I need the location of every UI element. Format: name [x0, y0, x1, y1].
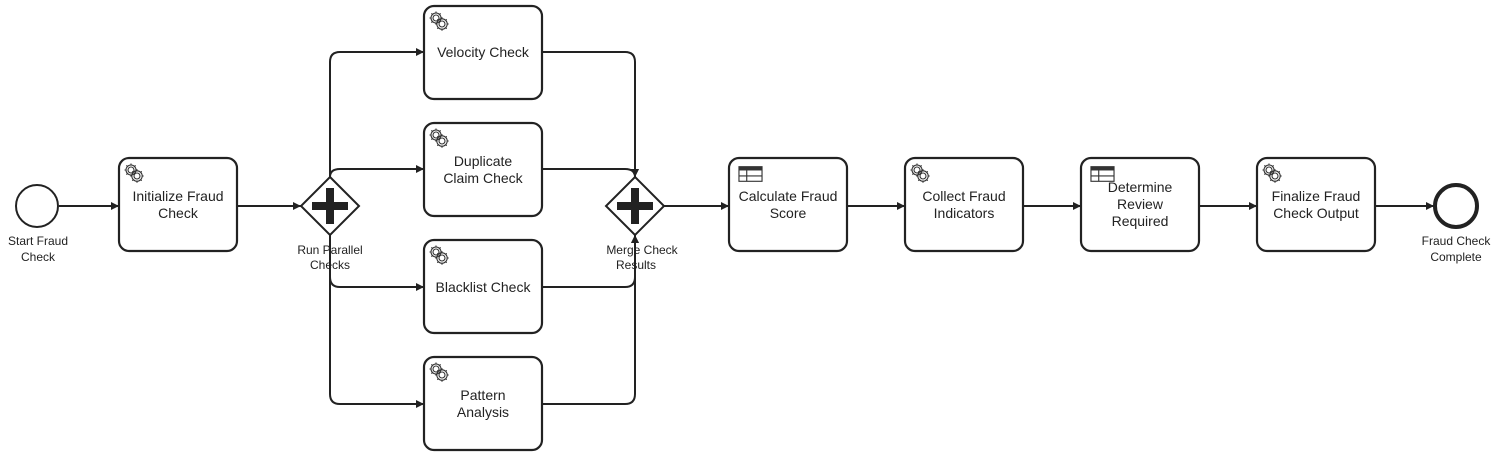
- merge-gateway-label-line1: Merge Check: [606, 243, 678, 257]
- end-event[interactable]: Fraud Check Complete: [1422, 183, 1492, 264]
- task-determine-review-required[interactable]: Determine Review Required: [1079, 156, 1201, 253]
- split-gateway-label-line2: Checks: [310, 258, 350, 272]
- task-velocity-check[interactable]: Velocity Check: [422, 4, 544, 101]
- task-label-line3: Required: [1112, 213, 1169, 229]
- task-label-line1: Velocity Check: [437, 44, 530, 60]
- flow-split-to-velocity[interactable]: [329, 48, 424, 177]
- task-label-line2: Check: [158, 205, 199, 221]
- start-event[interactable]: Start Fraud Check: [8, 184, 68, 264]
- task-label-line2: Review: [1117, 196, 1164, 212]
- task-label-line1: Pattern: [460, 387, 505, 403]
- task-label-line2: Indicators: [934, 205, 995, 221]
- parallel-gateway-split[interactable]: Run Parallel Checks: [297, 175, 363, 272]
- end-event-label-line2: Complete: [1430, 250, 1482, 264]
- flow-velocity-to-merge[interactable]: [542, 51, 639, 177]
- task-label-line1: Initialize Fraud: [132, 188, 223, 204]
- flow-split-to-duplicate[interactable]: [329, 165, 424, 178]
- task-blacklist-check[interactable]: Blacklist Check: [422, 238, 544, 335]
- flow-pattern-to-merge[interactable]: [542, 235, 639, 405]
- start-event-label-line1: Start Fraud: [8, 234, 68, 248]
- task-label-line1: Calculate Fraud: [739, 188, 838, 204]
- table-icon: [738, 166, 763, 182]
- task-duplicate-claim-check[interactable]: Duplicate Claim Check: [422, 121, 544, 218]
- task-label-line1: Finalize Fraud: [1272, 188, 1361, 204]
- task-pattern-analysis[interactable]: Pattern Analysis: [422, 355, 544, 452]
- task-collect-fraud-indicators[interactable]: Collect Fraud Indicators: [903, 156, 1025, 253]
- task-label-line2: Analysis: [457, 404, 509, 420]
- parallel-gateway-merge[interactable]: Merge Check Results: [604, 175, 679, 272]
- task-initialize-fraud-check[interactable]: Initialize Fraud Check: [117, 156, 239, 253]
- end-event-label-line1: Fraud Check: [1422, 234, 1492, 248]
- task-label-line1: Duplicate: [454, 153, 513, 169]
- plus-icon: [312, 188, 348, 224]
- task-label-line2: Claim Check: [443, 170, 523, 186]
- sequence-flows: [59, 48, 1434, 408]
- task-label-line1: Blacklist Check: [436, 279, 532, 295]
- start-event-label-line2: Check: [21, 250, 56, 264]
- flow-split-to-pattern[interactable]: [329, 235, 424, 408]
- merge-gateway-label-line2: Results: [616, 258, 656, 272]
- split-gateway-label-line1: Run Parallel: [297, 243, 362, 257]
- task-label-line2: Score: [770, 205, 807, 221]
- flow-duplicate-to-merge[interactable]: [542, 168, 639, 178]
- task-finalize-fraud-check-output[interactable]: Finalize Fraud Check Output: [1255, 156, 1377, 253]
- plus-icon: [617, 188, 653, 224]
- task-calculate-fraud-score[interactable]: Calculate Fraud Score: [727, 156, 849, 253]
- task-label-line1: Collect Fraud: [922, 188, 1005, 204]
- task-label-line2: Check Output: [1273, 205, 1359, 221]
- task-label-line1: Determine: [1108, 179, 1173, 195]
